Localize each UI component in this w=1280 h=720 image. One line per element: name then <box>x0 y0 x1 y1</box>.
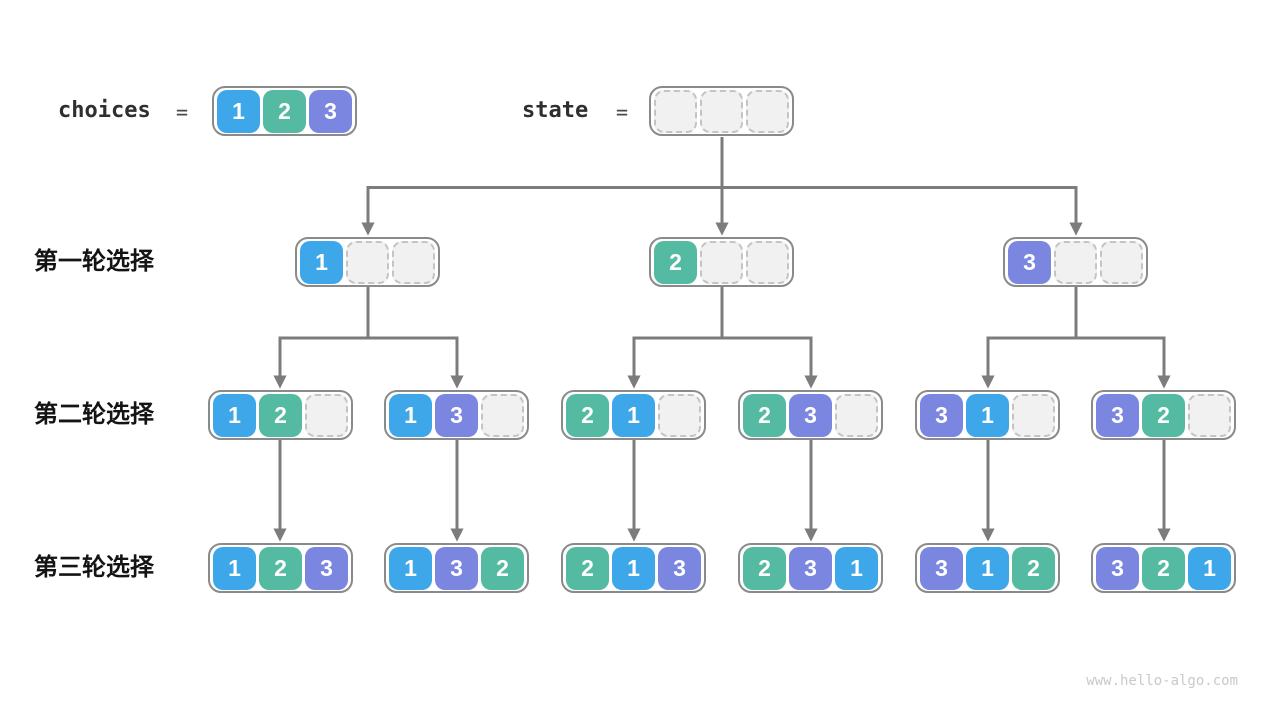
array-cell <box>481 393 524 437</box>
array-cell: 2 <box>566 393 609 437</box>
state-box <box>649 86 794 136</box>
array-cell <box>392 240 435 284</box>
array-cell: 3 <box>435 546 478 590</box>
array-cell: 1 <box>612 546 655 590</box>
array-cell: 1 <box>389 546 432 590</box>
array-cell: 1 <box>213 393 256 437</box>
round2-box-3: 2 1 <box>561 390 706 440</box>
array-cell: 3 <box>1096 393 1139 437</box>
round2-box-2: 1 3 <box>384 390 529 440</box>
array-cell: 2 <box>259 546 302 590</box>
round1-label: 第一轮选择 <box>34 248 154 275</box>
round2-box-1: 1 2 <box>208 390 353 440</box>
root-branch-connectors <box>361 137 1083 236</box>
round2-label: 第二轮选择 <box>34 401 154 428</box>
array-cell: 1 <box>966 393 1009 437</box>
array-cell: 3 <box>920 546 963 590</box>
array-cell: 2 <box>1142 546 1185 590</box>
round2-arrow-connectors <box>273 440 1171 542</box>
array-cell: 1 <box>300 240 343 284</box>
round3-box-1: 1 2 3 <box>208 543 353 593</box>
state-label: state <box>522 98 589 123</box>
array-cell <box>654 89 697 133</box>
array-cell <box>1012 393 1055 437</box>
array-cell: 1 <box>835 546 878 590</box>
array-cell: 3 <box>435 393 478 437</box>
array-cell <box>1188 393 1231 437</box>
array-cell: 1 <box>612 393 655 437</box>
watermark: www.hello-algo.com <box>1086 673 1238 689</box>
round1-box-3: 3 <box>1003 237 1148 287</box>
array-cell <box>746 240 789 284</box>
array-cell: 2 <box>654 240 697 284</box>
array-cell: 3 <box>305 546 348 590</box>
round3-label: 第三轮选择 <box>34 554 154 581</box>
array-cell: 3 <box>1096 546 1139 590</box>
choices-box: 1 2 3 <box>212 86 357 136</box>
round2-box-4: 2 3 <box>738 390 883 440</box>
round3-box-2: 1 3 2 <box>384 543 529 593</box>
array-cell: 1 <box>1188 546 1231 590</box>
state-equals-sign: = <box>616 100 629 124</box>
array-cell: 1 <box>217 89 260 133</box>
array-cell: 1 <box>213 546 256 590</box>
array-cell <box>700 240 743 284</box>
round1-branch-connectors <box>273 287 1171 389</box>
array-cell: 2 <box>1142 393 1185 437</box>
choices-label: choices <box>58 98 151 123</box>
array-cell: 2 <box>743 393 786 437</box>
round2-box-5: 3 1 <box>915 390 1060 440</box>
round3-box-6: 3 2 1 <box>1091 543 1236 593</box>
array-cell <box>835 393 878 437</box>
array-cell: 2 <box>259 393 302 437</box>
array-cell <box>1054 240 1097 284</box>
array-cell: 3 <box>920 393 963 437</box>
array-cell: 3 <box>789 546 832 590</box>
array-cell: 2 <box>263 89 306 133</box>
array-cell <box>346 240 389 284</box>
round3-box-3: 2 1 3 <box>561 543 706 593</box>
round3-box-5: 3 1 2 <box>915 543 1060 593</box>
array-cell: 2 <box>1012 546 1055 590</box>
array-cell: 3 <box>309 89 352 133</box>
array-cell <box>700 89 743 133</box>
array-cell: 2 <box>566 546 609 590</box>
round3-box-4: 2 3 1 <box>738 543 883 593</box>
round2-box-6: 3 2 <box>1091 390 1236 440</box>
array-cell <box>658 393 701 437</box>
choices-equals-sign: = <box>176 100 189 124</box>
array-cell <box>1100 240 1143 284</box>
array-cell <box>305 393 348 437</box>
array-cell <box>746 89 789 133</box>
array-cell: 3 <box>789 393 832 437</box>
array-cell: 3 <box>1008 240 1051 284</box>
array-cell: 3 <box>658 546 701 590</box>
array-cell: 1 <box>389 393 432 437</box>
round1-box-2: 2 <box>649 237 794 287</box>
round1-box-1: 1 <box>295 237 440 287</box>
array-cell: 2 <box>481 546 524 590</box>
array-cell: 1 <box>966 546 1009 590</box>
array-cell: 2 <box>743 546 786 590</box>
